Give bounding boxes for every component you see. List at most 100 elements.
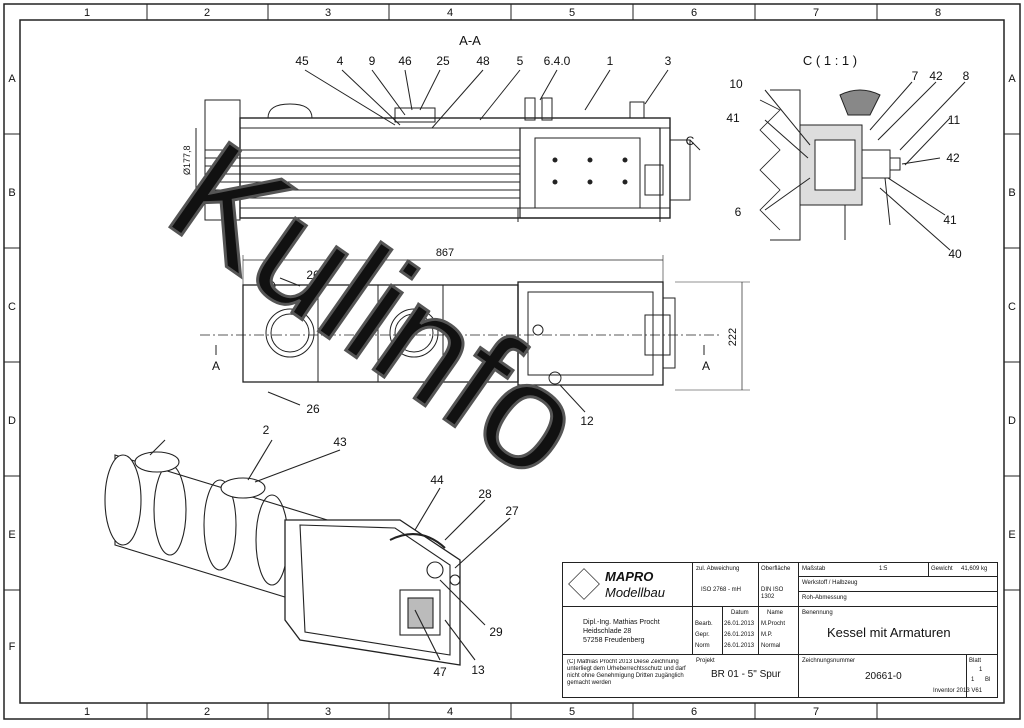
balloon: 41 [726,111,740,125]
balloon: 9 [369,54,376,68]
watermark: Kulinfo [140,107,615,511]
rev-labels: Bearb. Gepr. Norm [693,607,723,655]
rev-label: Gepr. [695,632,710,638]
isometric-balloons: 2 43 44 28 27 29 47 13 [263,423,519,679]
dim-length: 867 [436,247,454,259]
section-marker-left: A [212,359,220,373]
balloon: 13 [471,663,485,677]
sheet-cell: Blatt 1 1 Bl [967,655,997,687]
balloon: 8 [963,69,970,83]
rev-name: M.P. [761,632,773,638]
balloon: 2 [263,423,270,437]
designation-value: Kessel mit Armaturen [827,625,951,640]
balloon: 29 [489,625,503,639]
sheet-number: 1 [979,667,983,673]
top-view-labels: 867 222 A A 26 26 12 [212,247,739,428]
col-label: 7 [813,7,819,19]
top-view [200,255,750,413]
col-label: 2 [204,7,210,19]
scale-cell: Maßstab 1:5 [799,563,929,577]
tolerance-cell: zul. Abweichung ISO 2768 - mH [693,563,759,607]
logo-subtitle: Modellbau [605,585,665,600]
material-label: Werkstoff / Halbzeug [802,580,858,586]
row-label: B [1008,187,1015,199]
dim-height: 222 [727,328,739,346]
balloon: 41 [943,213,957,227]
balloon: 6.4.0 [544,54,571,68]
scale-label: Maßstab [802,566,826,572]
col-label: 5 [569,706,575,718]
designation-label: Benennung [802,610,833,616]
grid-labels-bottom: 1 2 3 4 5 6 7 [84,706,819,718]
row-label: D [1008,415,1016,427]
balloon: 10 [729,77,743,91]
grid-labels-right: A B C D E [1008,73,1016,541]
section-balloons: 45 4 9 46 25 48 5 6.4.0 1 3 C [295,54,694,148]
col-label: 3 [325,706,331,718]
balloon: 46 [398,54,412,68]
drawing-number-cell: Zeichnungsnummer 20661-0 [799,655,967,697]
balloon: 3 [665,54,672,68]
rev-date: 26.01.2013 [724,621,755,627]
rev-date: 26.01.2013 [724,632,755,638]
raw-dim-value: Roh-Abmessung [802,595,847,601]
col-label: 1 [84,706,90,718]
surface-label: Oberfläche [761,566,791,572]
col-label: 5 [569,7,575,19]
col-label: 7 [813,706,819,718]
project-value: BR 01 - 5" Spur [711,669,781,680]
row-label: F [9,641,16,653]
col-label: 2 [204,706,210,718]
col-label: 4 [447,706,453,718]
row-label: A [1008,73,1016,85]
col-label: 8 [935,7,941,19]
grid-dividers [4,4,1020,719]
balloon: 40 [948,247,962,261]
row-label: C [8,301,16,313]
balloon: 26 [306,402,320,416]
rev-label: Norm [695,643,710,649]
drawing-number: 20661-0 [865,671,902,682]
row-label: E [8,529,15,541]
row-label: A [8,73,16,85]
address-line: 57258 Freudenberg [583,637,645,644]
surface-cell: Oberfläche DIN ISO 1302 [759,563,799,607]
detail-balloons: 10 41 7 42 8 11 42 6 41 40 [726,69,969,261]
balloon: 27 [505,504,519,518]
weight-label: Gewicht [931,566,953,572]
row-label: E [1008,529,1015,541]
raw-dim-cell: Roh-Abmessung [799,592,997,607]
balloon: 1 [607,54,614,68]
balloon: 11 [948,113,961,127]
rev-col-name: Name [767,610,784,616]
weight-value: 41,609 kg [961,566,988,572]
balloon: 25 [436,54,450,68]
material-cell: Werkstoff / Halbzeug [799,577,997,592]
balloon: 45 [295,54,309,68]
weight-cell: Gewicht 41,609 kg [929,563,997,577]
balloon: 26 [306,268,320,282]
isometric-view [104,439,511,666]
surface-value: DIN ISO 1302 [761,587,784,600]
address-line: Heidschlade 28 [583,628,632,635]
row-label: D [8,415,16,427]
balloon: 42 [946,151,960,165]
watermark-text: Kulinfo [142,109,614,510]
detail-title: C ( 1 : 1 ) [803,53,857,68]
balloon: 47 [433,665,447,679]
grid-labels-top: 1 2 3 4 5 6 7 8 [84,7,941,19]
section-marker-right: A [702,359,710,373]
scale-value: 1:5 [879,566,888,572]
tolerance-label: zul. Abweichung [696,566,740,572]
logo-title: MAPRO [605,569,654,584]
section-title: A-A [459,33,481,48]
rev-name: Normal [761,643,781,649]
balloon: 44 [430,473,444,487]
rev-col-date: Datum [731,610,749,616]
sheet-of: 1 [971,677,975,683]
title-block: MAPRO Modellbau Dipl.-Ing. Mathias Proch… [562,562,998,698]
col-label: 1 [84,7,90,19]
col-label: 4 [447,7,453,19]
col-label: 3 [325,7,331,19]
